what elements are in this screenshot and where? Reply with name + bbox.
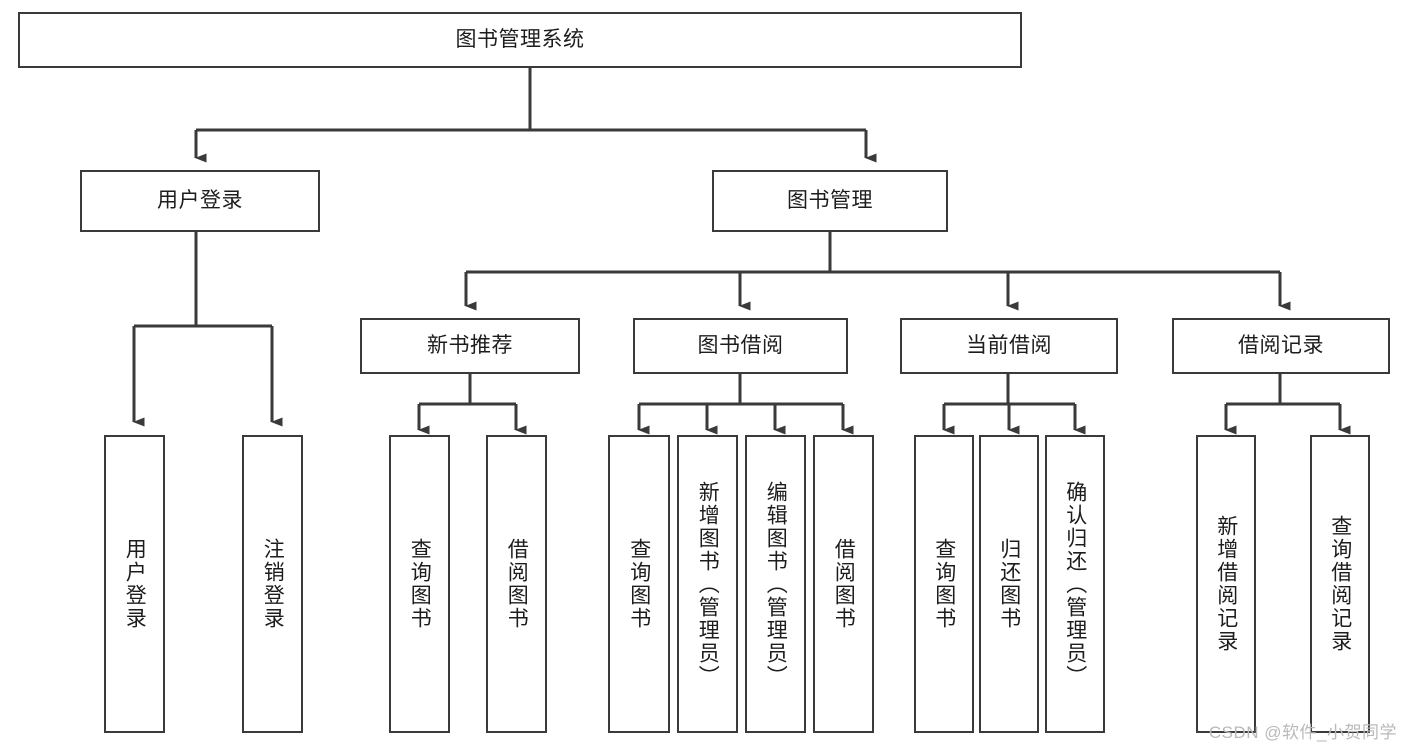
leaf-user-login-0[interactable]: 用户登录 — [104, 435, 165, 733]
leaf-book-borrow-2[interactable]: 编辑图书（管理员） — [745, 435, 806, 733]
leaf-borrow-record-0[interactable]: 新增借阅记录 — [1196, 435, 1256, 733]
node-borrow-record-label: 借阅记录 — [1238, 334, 1324, 358]
leaf-label: 编辑图书（管理员） — [764, 480, 788, 688]
node-borrow-record[interactable]: 借阅记录 — [1172, 318, 1390, 374]
leaf-label: 注销登录 — [261, 538, 285, 630]
node-root[interactable]: 图书管理系统 — [18, 12, 1022, 68]
node-user-login-label: 用户登录 — [157, 189, 243, 213]
node-book-borrow[interactable]: 图书借阅 — [633, 318, 848, 374]
leaf-book-borrow-3[interactable]: 借阅图书 — [813, 435, 874, 733]
leaf-label: 查询图书 — [627, 538, 651, 630]
leaf-label: 借阅图书 — [505, 538, 529, 630]
node-root-label: 图书管理系统 — [455, 28, 585, 52]
node-new-book-recommend[interactable]: 新书推荐 — [360, 318, 580, 374]
leaf-new-book-recommend-0[interactable]: 查询图书 — [389, 435, 450, 733]
node-book-management[interactable]: 图书管理 — [712, 170, 948, 232]
leaf-user-login-1[interactable]: 注销登录 — [242, 435, 303, 733]
leaf-new-book-recommend-1[interactable]: 借阅图书 — [486, 435, 547, 733]
leaf-label: 查询借阅记录 — [1328, 515, 1352, 653]
node-user-login[interactable]: 用户登录 — [80, 170, 320, 232]
leaf-label: 确认归还（管理员） — [1063, 480, 1087, 688]
leaf-book-borrow-1[interactable]: 新增图书（管理员） — [677, 435, 738, 733]
leaf-label: 查询图书 — [408, 538, 432, 630]
leaf-current-borrow-0[interactable]: 查询图书 — [914, 435, 974, 733]
node-book-management-label: 图书管理 — [787, 189, 873, 213]
leaf-label: 借阅图书 — [832, 538, 856, 630]
leaf-label: 新增借阅记录 — [1214, 515, 1238, 653]
csdn-watermark: CSDN @软件_小贺同学 — [1208, 723, 1397, 742]
node-new-book-recommend-label: 新书推荐 — [427, 334, 513, 358]
leaf-label: 用户登录 — [123, 538, 147, 630]
leaf-borrow-record-1[interactable]: 查询借阅记录 — [1310, 435, 1370, 733]
node-current-borrow-label: 当前借阅 — [966, 334, 1052, 358]
leaf-label: 新增图书（管理员） — [696, 480, 720, 688]
leaf-label: 查询图书 — [932, 538, 956, 630]
node-book-borrow-label: 图书借阅 — [697, 334, 784, 358]
leaf-current-borrow-1[interactable]: 归还图书 — [979, 435, 1039, 733]
leaf-book-borrow-0[interactable]: 查询图书 — [608, 435, 670, 733]
leaf-label: 归还图书 — [997, 538, 1021, 630]
leaf-current-borrow-2[interactable]: 确认归还（管理员） — [1045, 435, 1105, 733]
node-current-borrow[interactable]: 当前借阅 — [900, 318, 1118, 374]
